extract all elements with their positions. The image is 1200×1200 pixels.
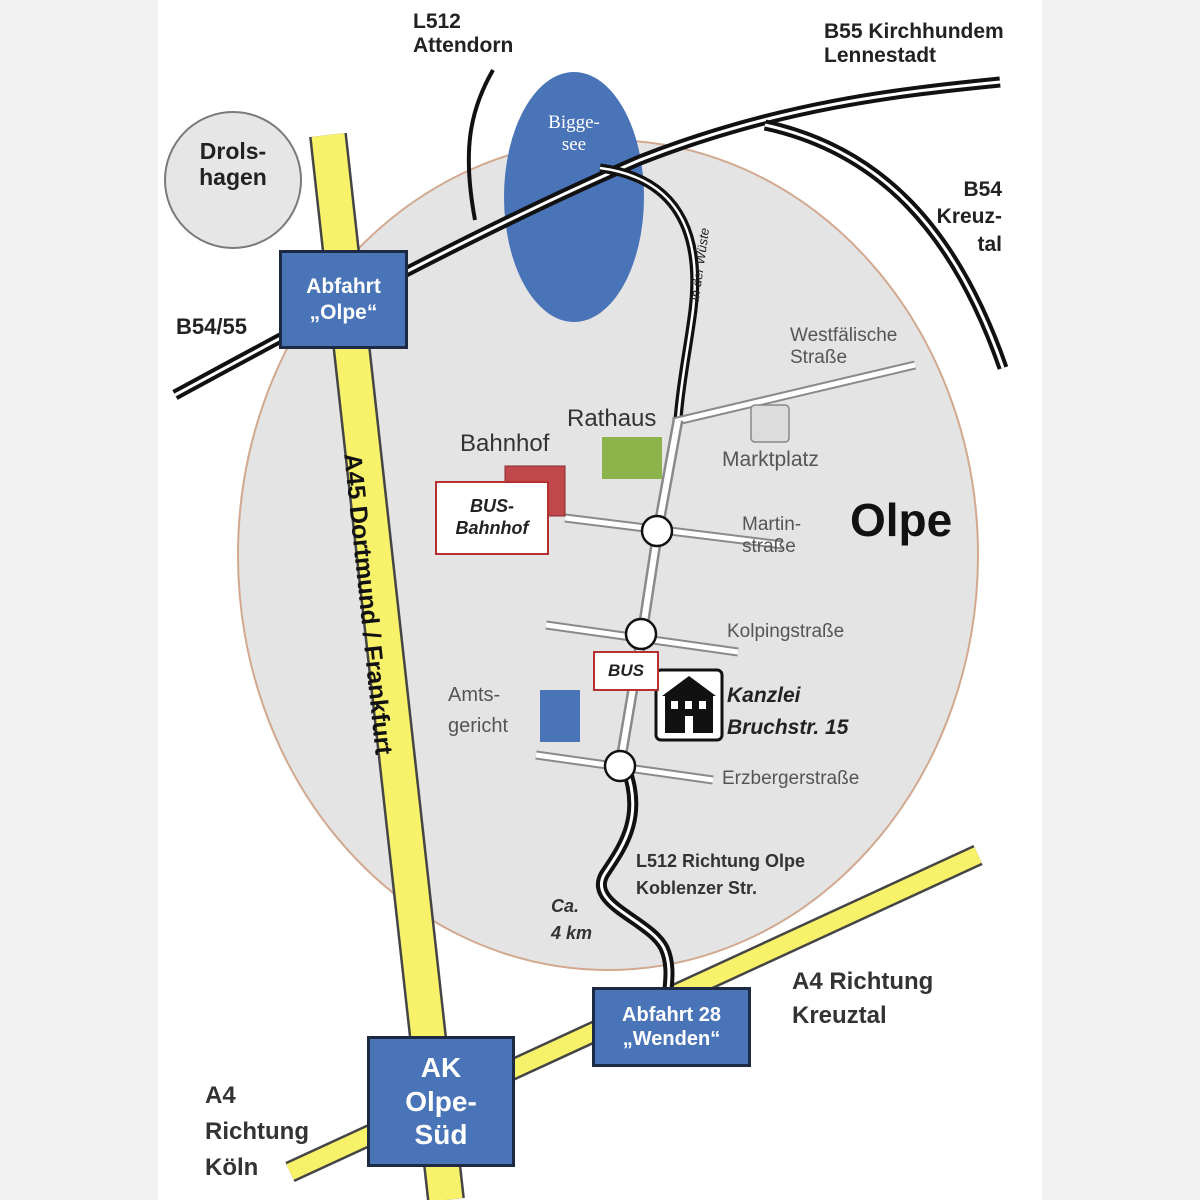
- roundabout-kolpingstrasse: [624, 617, 658, 651]
- l512-north-road: [466, 69, 495, 221]
- marktplatz-block: [750, 404, 790, 443]
- kolpingstrasse-label: Kolpingstraße: [727, 621, 845, 642]
- house-icon: [654, 668, 724, 742]
- martinstrasse-label: Martin-straße: [742, 514, 802, 557]
- biggesee-label: Bigge-see: [548, 112, 600, 155]
- biggesee-lake: [504, 72, 644, 322]
- bus-bahnhof-sign: BUS-Bahnhof: [435, 481, 549, 555]
- exit-olpe-box: Abfahrt„Olpe“: [279, 250, 408, 349]
- erzbergerstrasse-label: Erzbergerstraße: [722, 768, 860, 789]
- b54-55-label: B54/55: [176, 314, 247, 339]
- rathaus-label: Rathaus: [567, 405, 657, 432]
- amtsgericht-label: Amts-gericht: [448, 684, 509, 737]
- distance-label: Ca.4 km: [551, 896, 593, 943]
- rathaus-block: [602, 437, 662, 479]
- bahnhof-label: Bahnhof: [460, 430, 550, 457]
- exit-wenden-box: Abfahrt 28„Wenden“: [592, 987, 751, 1067]
- roundabout-erzbergerstrasse: [603, 749, 637, 783]
- roundabout-martinstrasse: [640, 514, 674, 548]
- drolshagen-circle: [164, 111, 302, 249]
- bus-stop-sign: BUS: [593, 651, 659, 691]
- amtsgericht-block: [540, 690, 580, 742]
- drolshagen-label: Drols-hagen: [199, 138, 267, 191]
- marktplatz-label: Marktplatz: [722, 448, 819, 471]
- olpe-city-label: Olpe: [850, 494, 953, 546]
